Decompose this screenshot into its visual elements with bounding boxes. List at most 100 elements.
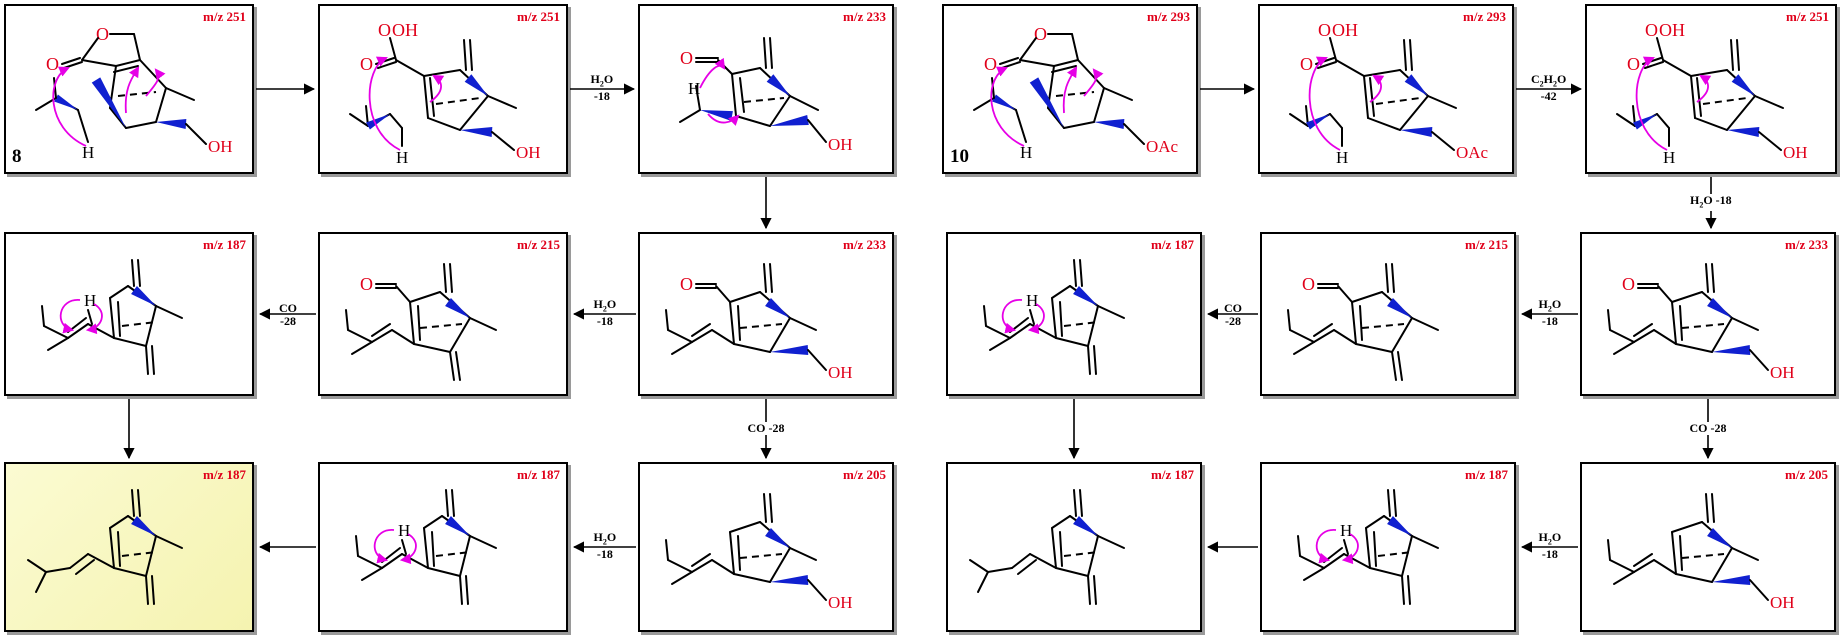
bond xyxy=(469,535,497,549)
compound-number: 10 xyxy=(950,146,969,167)
bond xyxy=(763,493,767,523)
bond xyxy=(1011,553,1031,569)
bond xyxy=(423,75,429,119)
loss-formula: H2O xyxy=(593,297,617,314)
oxygen-label: O xyxy=(680,274,693,294)
loss-formula: CO -28 xyxy=(1689,421,1727,435)
bond xyxy=(1365,527,1371,569)
loss-mass: -18 xyxy=(1541,547,1558,562)
bond xyxy=(165,87,195,101)
bond xyxy=(395,59,425,77)
oxygen-label: O xyxy=(1622,274,1635,294)
bond xyxy=(763,37,767,69)
bond xyxy=(711,329,735,345)
electron-arrow xyxy=(699,57,726,89)
wedge-bond xyxy=(131,515,156,536)
bond xyxy=(345,309,349,331)
bond xyxy=(1051,285,1071,299)
h-label: H xyxy=(1336,148,1348,167)
electron-arrow xyxy=(1308,56,1341,151)
wedge-bond xyxy=(765,297,790,318)
bond xyxy=(1015,109,1027,143)
electron-arrow xyxy=(59,299,81,334)
bond xyxy=(733,343,771,353)
bond xyxy=(1289,113,1309,127)
molecule-structure: O xyxy=(345,263,497,381)
electron-arrow xyxy=(368,56,401,151)
bond xyxy=(423,527,429,569)
bond xyxy=(459,535,471,577)
bond xyxy=(1287,309,1291,331)
dashed-bond xyxy=(1063,321,1099,327)
bond xyxy=(985,325,1011,339)
electron-arrow xyxy=(1635,56,1668,151)
bond xyxy=(117,531,121,567)
bond xyxy=(1657,285,1673,303)
bond xyxy=(763,263,767,293)
structure-panel: m/z 187 xyxy=(4,462,254,632)
wedge-bond xyxy=(460,127,493,137)
molecule-structure: O xyxy=(1287,263,1439,381)
bond xyxy=(789,547,817,561)
wedge-bond xyxy=(1633,114,1657,130)
bond xyxy=(61,57,81,65)
loss-label: CO-28 xyxy=(279,302,297,328)
electron-arrow xyxy=(707,113,740,126)
dashed-bond xyxy=(743,97,785,103)
bond xyxy=(75,559,95,575)
bond xyxy=(1289,329,1315,343)
bond xyxy=(1607,539,1611,561)
loss-label: C2H2O-42 xyxy=(1531,73,1566,103)
bond xyxy=(731,73,737,117)
oxygen-label: O xyxy=(1645,20,1658,40)
bond xyxy=(1609,329,1635,343)
bond xyxy=(1073,259,1077,287)
bond xyxy=(1097,535,1125,549)
bond xyxy=(185,123,207,145)
wedge-bond xyxy=(770,575,809,585)
oxygen-label: O xyxy=(680,48,693,68)
bond xyxy=(1711,493,1715,523)
bond xyxy=(427,117,461,131)
electron-arrow xyxy=(1027,303,1045,335)
mz-label: m/z 205 xyxy=(843,467,886,482)
molecule-structure: H xyxy=(41,259,183,375)
loss-mass: -28 xyxy=(280,314,296,328)
wedge-bond xyxy=(1073,515,1098,536)
bond xyxy=(1736,39,1740,71)
bond xyxy=(665,309,669,331)
oxygen-label: O xyxy=(96,24,109,44)
bond xyxy=(113,337,147,347)
bond xyxy=(355,535,359,557)
bond xyxy=(87,553,115,569)
bond xyxy=(117,301,121,337)
substituent-label: OH xyxy=(828,363,853,382)
bond xyxy=(1391,351,1397,381)
bond xyxy=(1333,329,1357,345)
dashed-bond xyxy=(1377,551,1413,557)
bond xyxy=(443,263,447,293)
substituent-label: OH xyxy=(516,143,541,162)
substituent-label: OH xyxy=(828,593,853,612)
bond xyxy=(81,37,99,61)
bond xyxy=(1029,309,1035,325)
bond xyxy=(1633,329,1655,343)
bond xyxy=(1053,59,1079,67)
oxygen-label: O xyxy=(378,20,391,40)
bond xyxy=(1679,535,1683,571)
bond xyxy=(1690,69,1728,77)
bond xyxy=(155,535,183,549)
bond xyxy=(769,493,773,523)
bond xyxy=(1073,489,1077,517)
bond xyxy=(1749,579,1769,601)
bond xyxy=(125,121,157,129)
bond xyxy=(429,77,435,117)
bond xyxy=(1407,575,1411,605)
wedge-bond xyxy=(156,119,187,129)
bond xyxy=(1103,87,1133,101)
bond xyxy=(145,305,157,347)
bond xyxy=(1749,349,1769,371)
substituent-label: OH xyxy=(1783,143,1808,162)
bond xyxy=(1351,291,1383,303)
